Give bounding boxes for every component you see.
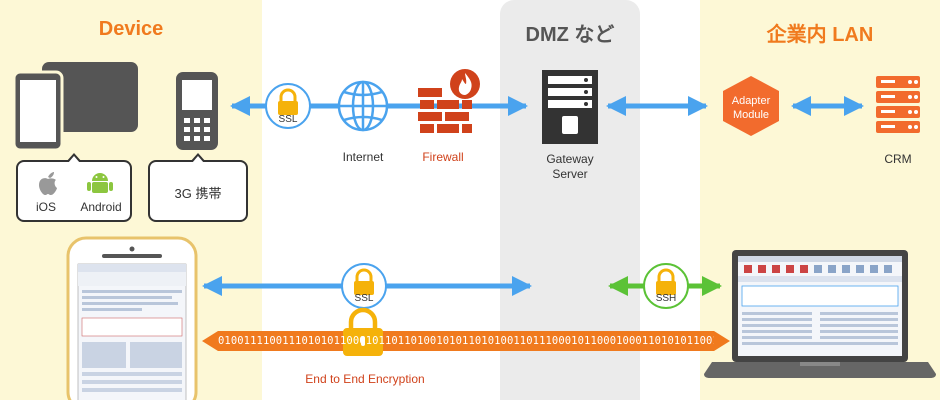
lan-zone-title: 企業内 LAN bbox=[766, 24, 874, 46]
globe-icon bbox=[337, 80, 389, 132]
mobile-os-callout: iOS Android bbox=[16, 153, 132, 222]
adapter-line2: Module bbox=[732, 109, 770, 121]
firewall-icon bbox=[418, 69, 480, 133]
gateway-label: Gateway bbox=[546, 152, 594, 166]
adapter-label: Adapter Module bbox=[718, 94, 784, 122]
firewall-label: Firewall bbox=[422, 150, 464, 164]
ssl-top-label: SSL bbox=[278, 114, 298, 125]
adapter-hexagon-icon bbox=[723, 76, 779, 136]
ios-label: iOS bbox=[35, 200, 56, 214]
smartphone-screen-icon bbox=[66, 236, 198, 400]
server-icon bbox=[542, 70, 598, 144]
lock-icon-top bbox=[265, 83, 311, 129]
tablet-icon bbox=[42, 62, 138, 132]
crm-server-stack-icon bbox=[876, 76, 920, 133]
feature-phone-icon bbox=[176, 72, 218, 150]
android-icon bbox=[87, 173, 113, 193]
binary-stream: 0100111100111010101100010110110100101011… bbox=[218, 335, 714, 347]
feature-phone-callout: 3G 携帯 bbox=[148, 153, 248, 222]
crm-label: CRM bbox=[884, 152, 912, 166]
dmz-zone-title: DMZ など bbox=[525, 24, 615, 46]
laptop-icon bbox=[704, 250, 936, 378]
lock-icon-e2e bbox=[343, 307, 383, 356]
server-label: Server bbox=[552, 167, 588, 181]
internet-label: Internet bbox=[342, 150, 384, 164]
adapter-line1: Adapter bbox=[731, 95, 771, 107]
e2e-binary-band bbox=[202, 331, 730, 351]
android-label: Android bbox=[80, 200, 122, 214]
apple-icon bbox=[39, 172, 57, 195]
device-zone-title: Device bbox=[98, 18, 164, 40]
e2e-label: End to End Encryption bbox=[305, 372, 425, 386]
mobile-3g-label: 3G 携帯 bbox=[174, 186, 222, 201]
lock-icon-ssh bbox=[643, 263, 689, 309]
ssh-label: SSH bbox=[655, 293, 677, 304]
phone-icon bbox=[12, 70, 64, 152]
ssl-bottom-label: SSL bbox=[354, 293, 374, 304]
